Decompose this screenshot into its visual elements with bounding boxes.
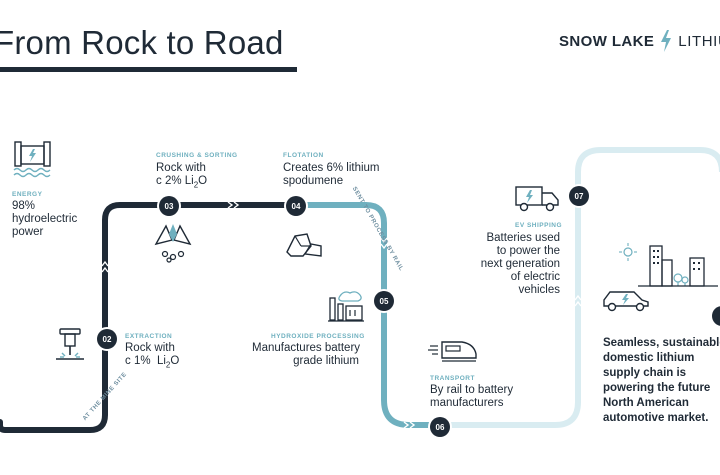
spodumene-rocks-icon	[286, 233, 322, 257]
conclusion-text: Seamless, sustainable domestic lithium s…	[603, 337, 720, 424]
page-title: From Rock to Road	[0, 24, 284, 61]
title-underline	[0, 67, 297, 72]
step-node-06: 06	[430, 417, 450, 437]
lightning-bolt-icon	[661, 30, 672, 52]
hydroxide-text: Manufactures battery grade lithium	[252, 342, 361, 367]
hydroxide-label: HYDROXIDE PROCESSING	[271, 333, 365, 340]
crusher-icon	[154, 224, 192, 263]
brand-name: SNOW LAKE	[559, 32, 655, 50]
flotation-text: Creates 6% lithium spodumene	[283, 162, 380, 187]
step-node-05: 05	[374, 291, 394, 311]
train-icon	[428, 341, 477, 362]
energy-text: 98% hydroelectric power	[12, 200, 78, 238]
transport-text: By rail to battery manufacturers	[430, 384, 514, 409]
truck-icon	[515, 186, 559, 212]
final-node	[712, 306, 720, 326]
flotation-label: FLOTATION	[283, 152, 324, 159]
factory-icon	[328, 291, 364, 322]
hydro-dam-icon	[13, 141, 51, 178]
extraction-text: Rock with c 1% Li2O	[125, 342, 180, 370]
ev-shipping-text: Batteries used to power the next generat…	[480, 232, 560, 296]
crushing-text: Rock with c 2% Li2O	[156, 162, 208, 190]
step-node-07: 07	[569, 186, 589, 206]
brand-suffix: LITHIUM	[678, 32, 720, 50]
jackhammer-icon	[56, 328, 84, 360]
city-car-icon	[603, 243, 718, 312]
extraction-label: EXTRACTION	[125, 333, 173, 340]
step-node-03: 03	[159, 196, 179, 216]
transport-label: TRANSPORT	[430, 375, 475, 382]
step-node-02: 02	[97, 329, 117, 349]
step-node-04: 04	[286, 196, 306, 216]
energy-label: ENERGY	[12, 191, 43, 198]
crushing-label: CRUSHING & SORTING	[156, 152, 238, 159]
brand-logo: SNOW LAKE LITHIUM	[559, 30, 720, 52]
ev-shipping-label: EV SHIPPING	[515, 222, 563, 229]
